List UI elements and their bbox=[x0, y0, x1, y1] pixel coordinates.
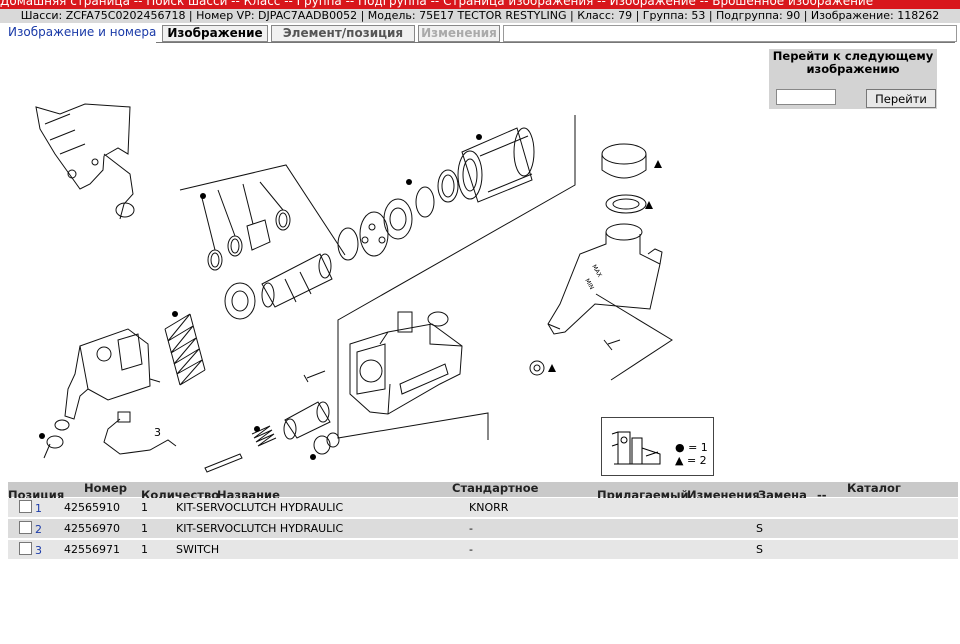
servo-body bbox=[349, 311, 463, 415]
kit-icon bbox=[611, 431, 661, 465]
position-link[interactable]: 1 bbox=[35, 502, 42, 515]
min-label: MIN bbox=[583, 278, 595, 291]
max-label: MAX bbox=[590, 264, 603, 279]
goto-button[interactable]: Перейти bbox=[866, 89, 936, 108]
tab-element-position[interactable]: Элемент/позиция bbox=[271, 25, 415, 42]
tab-empty-area bbox=[503, 25, 957, 42]
row-checkbox[interactable] bbox=[19, 542, 32, 555]
table-row: 3 42556971 1 SWITCH - S bbox=[8, 540, 958, 559]
spring bbox=[164, 313, 206, 386]
top-breadcrumb-bar: Домашняя страница -- Поиск шасси -- Клас… bbox=[0, 0, 960, 9]
tab-image-and-numbers[interactable]: Изображение и номера bbox=[8, 25, 157, 39]
quantity: 1 bbox=[141, 522, 148, 535]
image-number-input[interactable] bbox=[776, 89, 836, 105]
quantity-legend: ● = 1 ▲ = 2 bbox=[601, 417, 714, 476]
legend-triangle: ▲ = 2 bbox=[675, 454, 707, 467]
tab-divider-line bbox=[156, 42, 955, 43]
row-checkbox[interactable] bbox=[19, 500, 32, 513]
part-number: 42556971 bbox=[64, 543, 120, 556]
piston bbox=[261, 253, 333, 308]
part-name: KIT-SERVOCLUTCH HYDRAULIC bbox=[176, 522, 344, 535]
main-cylinder bbox=[457, 127, 535, 203]
table-row: 2 42556970 1 KIT-SERVOCLUTCH HYDRAULIC -… bbox=[8, 519, 958, 538]
goto-next-image-panel: Перейти к следующему изображению Перейти bbox=[769, 49, 937, 109]
part-name: KIT-SERVOCLUTCH HYDRAULIC bbox=[176, 501, 344, 514]
standard: - bbox=[469, 522, 473, 535]
header-standard: Стандартное bbox=[452, 481, 539, 495]
seal-kit-group bbox=[201, 181, 291, 271]
part-number: 42565910 bbox=[64, 501, 120, 514]
callout-3: 3 bbox=[154, 426, 161, 439]
tab-changes: Изменения bbox=[418, 25, 500, 42]
master-cylinder bbox=[64, 328, 161, 420]
pedal-bracket bbox=[35, 103, 135, 220]
header-catalog: Каталог bbox=[847, 481, 901, 495]
quantity: 1 bbox=[141, 501, 148, 514]
header-number: Номер bbox=[84, 481, 127, 495]
quantity: 1 bbox=[141, 543, 148, 556]
exploded-parts-diagram: MAX MIN 3 bbox=[35, 103, 673, 473]
part-number: 42556970 bbox=[64, 522, 120, 535]
header-dashes: -- bbox=[817, 488, 827, 502]
replacement: S bbox=[756, 543, 763, 556]
table-row: 1 42565910 1 KIT-SERVOCLUTCH HYDRAULIC K… bbox=[8, 498, 958, 517]
row-checkbox[interactable] bbox=[19, 521, 32, 534]
part-name: SWITCH bbox=[176, 543, 220, 556]
legend-circle: ● = 1 bbox=[675, 441, 708, 454]
position-link[interactable]: 3 bbox=[35, 544, 42, 557]
standard: - bbox=[469, 543, 473, 556]
quantity-markers bbox=[39, 134, 662, 460]
position-link[interactable]: 2 bbox=[35, 523, 42, 536]
breadcrumb[interactable]: Домашняя страница -- Поиск шасси -- Клас… bbox=[0, 0, 874, 8]
goto-title: Перейти к следующему изображению bbox=[772, 49, 934, 76]
chassis-info-bar: Шасси: ZCFA75C0202456718 | Номер VP: DJP… bbox=[0, 9, 960, 23]
tab-image[interactable]: Изображение bbox=[162, 25, 268, 42]
tab-row: Изображение и номера Изображение Элемент… bbox=[0, 23, 960, 43]
replacement: S bbox=[756, 522, 763, 535]
table-header bbox=[8, 482, 958, 497]
standard: KNORR bbox=[469, 501, 509, 514]
fluid-reservoir bbox=[529, 143, 663, 376]
